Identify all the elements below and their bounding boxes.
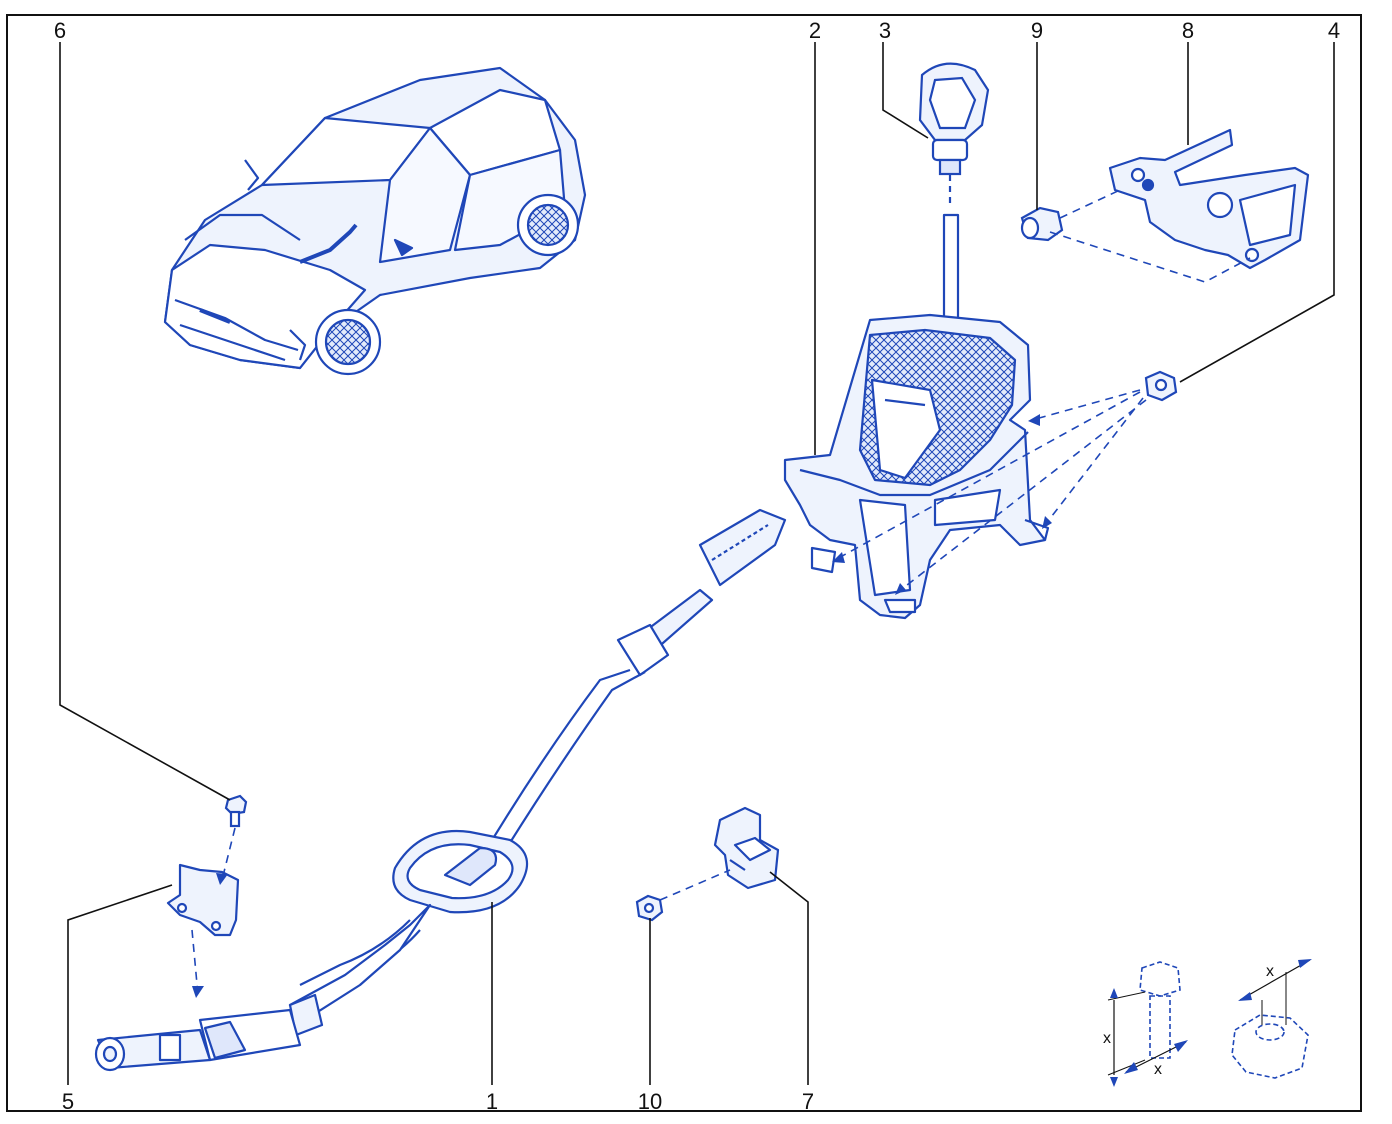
bolt-dimension-symbol	[1107, 961, 1188, 1087]
bolt-6	[224, 794, 248, 828]
callout-9: 9	[1030, 18, 1044, 43]
callout-leaders	[59, 42, 1335, 1085]
nut-dimension-label-x: x	[1266, 963, 1274, 980]
nut-10	[635, 894, 664, 922]
callout-1: 1	[485, 1089, 499, 1114]
callout-3: 3	[878, 18, 892, 43]
nut-dimension-symbol	[1231, 959, 1312, 1079]
guide-arrowheads	[192, 414, 1052, 998]
callout-10: 10	[637, 1089, 663, 1114]
mounting-bracket	[1108, 128, 1310, 270]
cable-support-bracket	[166, 863, 240, 937]
callout-8: 8	[1181, 18, 1195, 43]
vehicle-illustration	[163, 66, 587, 376]
assembly-guide-lines	[191, 189, 1251, 996]
callout-5: 5	[61, 1089, 75, 1114]
callout-7: 7	[801, 1089, 815, 1114]
bolt-dimension-label-x-diameter: x	[1154, 1061, 1162, 1078]
callout-4: 4	[1327, 18, 1341, 43]
gearshift-cable	[94, 508, 787, 1072]
callout-6: 6	[53, 18, 67, 43]
bolt-dimension-label-x: x	[1103, 1030, 1111, 1047]
cable-clamp	[713, 806, 780, 890]
gear-knob	[918, 62, 990, 205]
gear-shifter-assembly	[783, 213, 1050, 620]
callout-2: 2	[808, 18, 822, 43]
nut-4	[1144, 370, 1178, 402]
retaining-clip	[1020, 206, 1064, 242]
